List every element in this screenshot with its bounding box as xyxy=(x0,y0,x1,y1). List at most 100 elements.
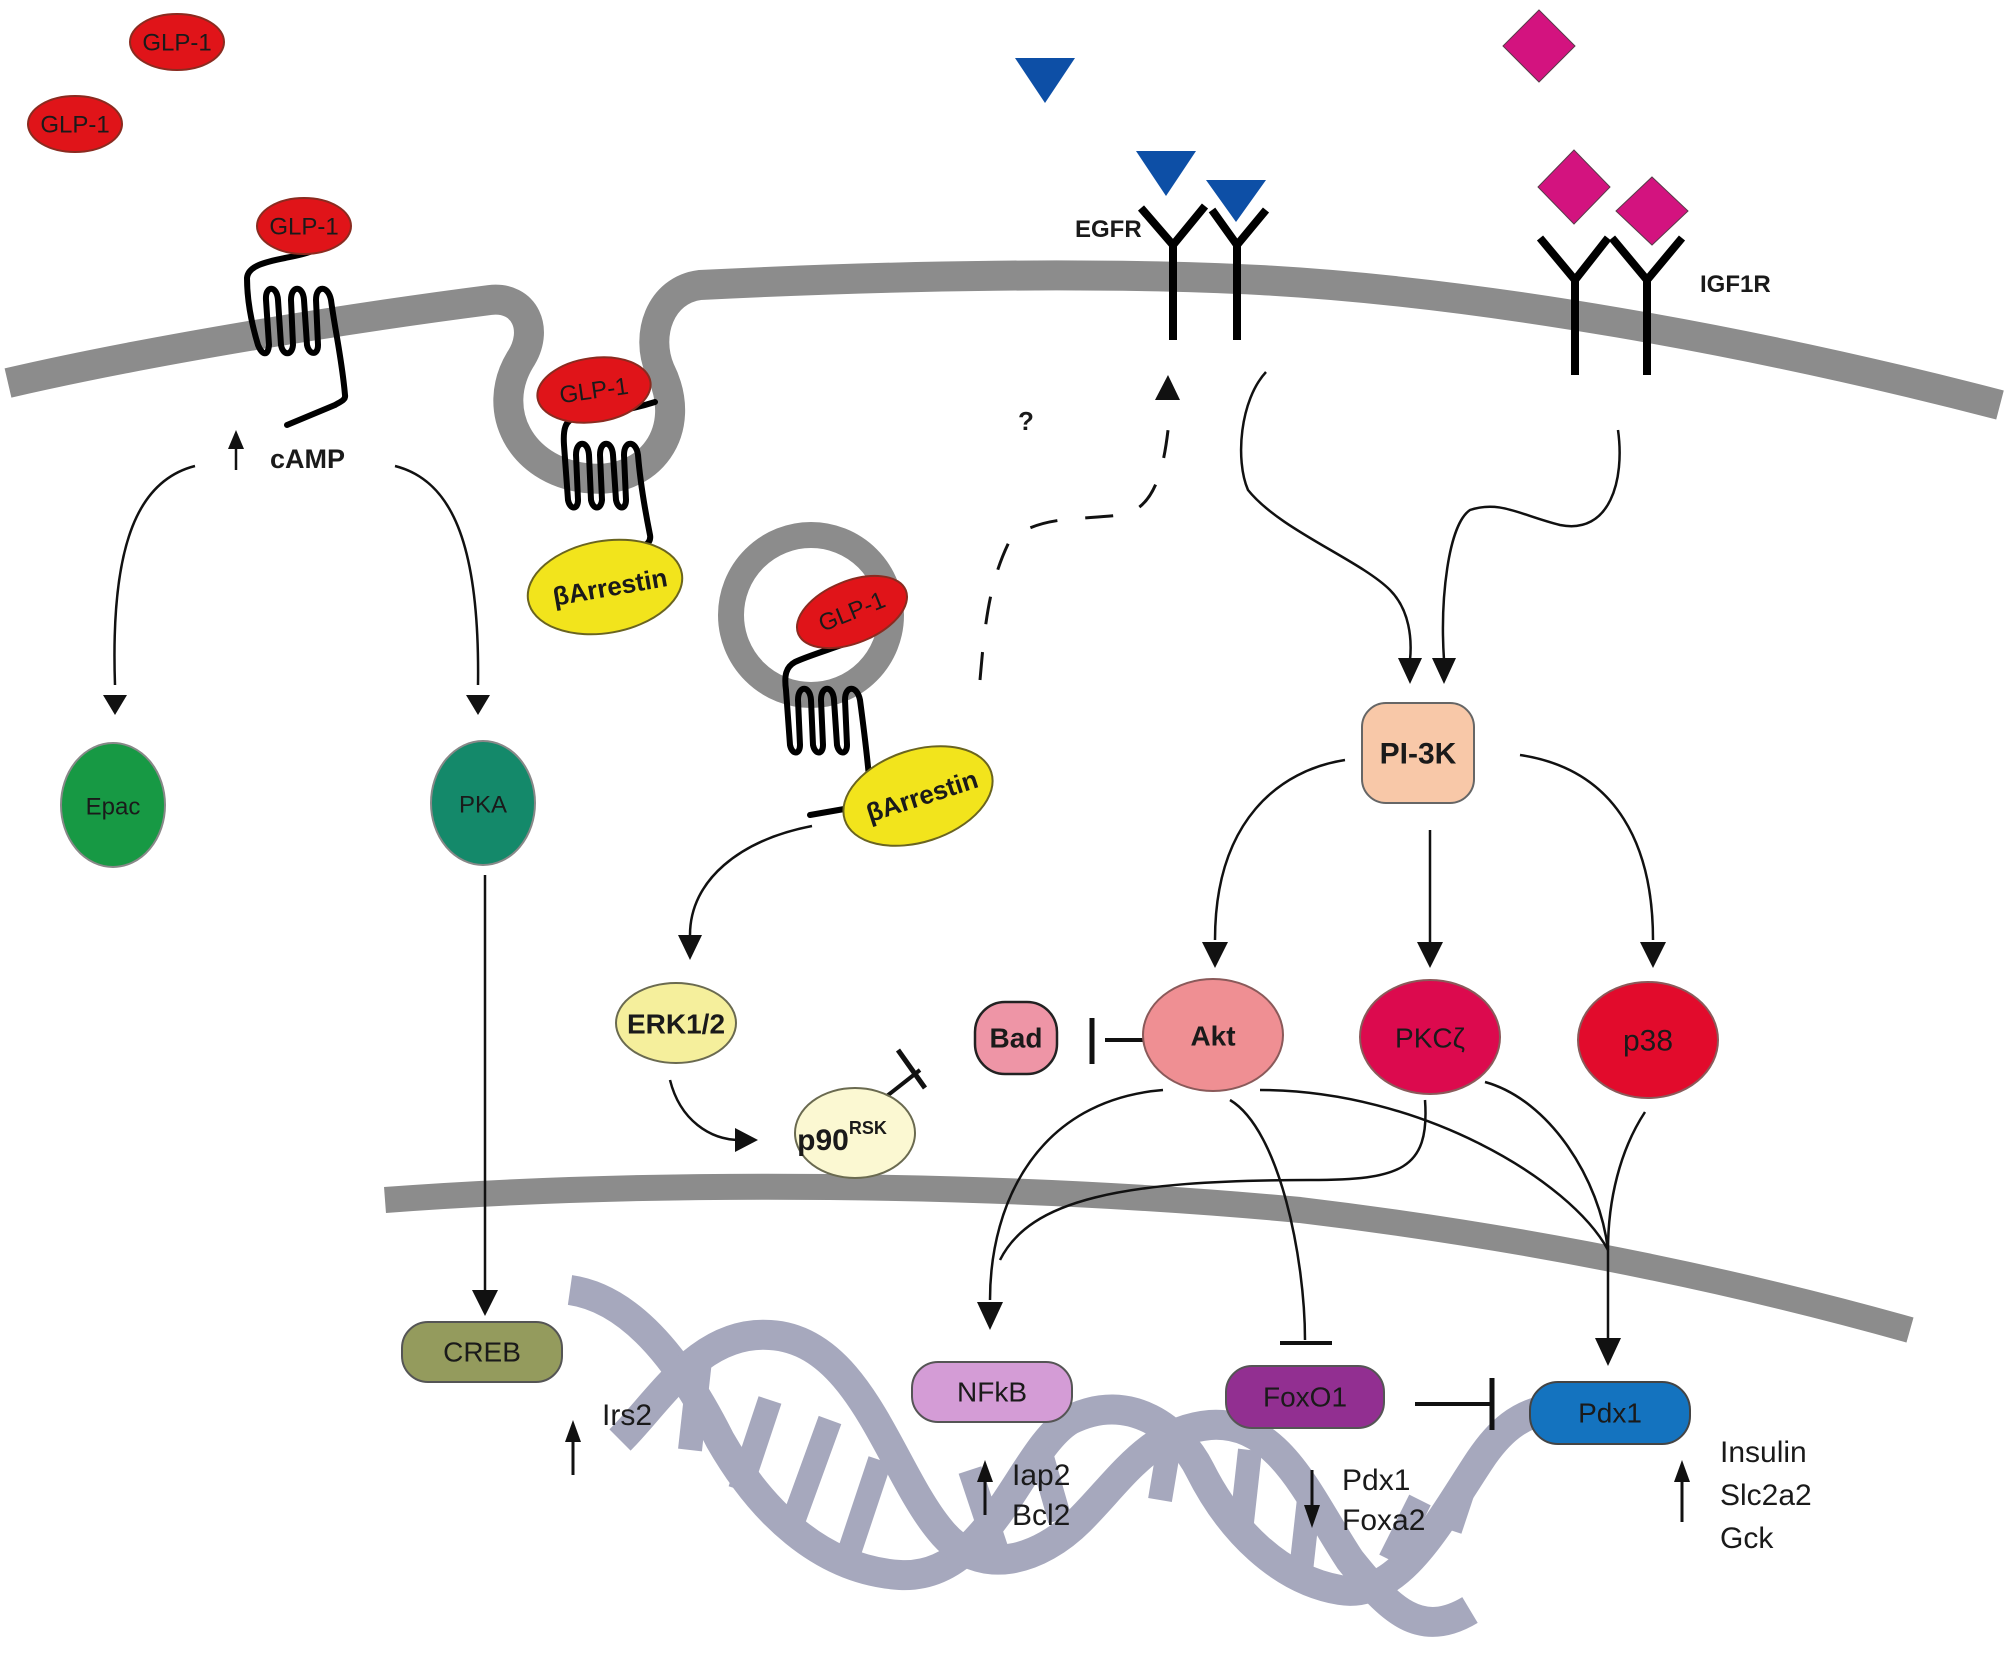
svg-text:GLP-1: GLP-1 xyxy=(40,112,109,139)
edge-akt-foxo1 xyxy=(1229,1098,1307,1341)
glp1-pit xyxy=(536,356,652,424)
node-foxo1: FoxO1 xyxy=(1225,1365,1385,1429)
igf-ligand-bound-1 xyxy=(1537,149,1611,225)
arrowhead-egfr-transactivation xyxy=(1155,375,1180,400)
dna-helix xyxy=(567,1275,1549,1637)
glp1-receptor-pit: GLP-1 βArrestin xyxy=(526,356,684,636)
arrowhead-pi3k-2 xyxy=(1432,658,1456,684)
node-pka: PKA xyxy=(430,740,536,866)
svg-text:PI-3K: PI-3K xyxy=(1380,738,1457,771)
edge-pi3k-akt xyxy=(1213,758,1346,941)
arrowhead-pka xyxy=(466,695,490,715)
edge-egfr-pi3k xyxy=(1239,371,1412,661)
edge-camp-pka xyxy=(394,464,480,686)
gene-irs2: Irs2 xyxy=(602,1399,652,1432)
igf1r-receptor: IGF1R xyxy=(1536,235,1771,375)
edge-erk-p90 xyxy=(668,1079,741,1142)
svg-text:CREB: CREB xyxy=(443,1337,521,1368)
glp1-vesicle xyxy=(795,574,909,650)
edge-camp-epac xyxy=(113,464,196,686)
inhibit-bar-bad-1 xyxy=(895,1048,928,1090)
gene-insulin: Insulin xyxy=(1720,1436,1807,1469)
node-pi3k: PI-3K xyxy=(1361,702,1475,804)
egf-ligand-free xyxy=(1015,58,1075,103)
endosome-vesicle: GLP-1 βArrestin xyxy=(718,522,994,847)
igf1r-label: IGF1R xyxy=(1700,271,1771,298)
node-creb: CREB xyxy=(401,1321,563,1383)
node-p38: p38 xyxy=(1577,981,1719,1099)
node-pkc-zeta: PKCζ xyxy=(1359,979,1501,1095)
edge-arrestin-erk xyxy=(688,824,813,936)
gene-foxa2: Foxa2 xyxy=(1342,1504,1425,1537)
igf-ligand-bound-2 xyxy=(1615,176,1689,246)
gene-effect-insulin-slc2a2-gck: Insulin Slc2a2 Gck xyxy=(1674,1436,1812,1555)
edge-pkc-nfkb xyxy=(998,1099,1427,1261)
svg-text:GLP-1: GLP-1 xyxy=(269,214,338,241)
svg-text:p38: p38 xyxy=(1623,1025,1673,1058)
gene-effect-iap2-bcl2: Iap2 Bcl2 xyxy=(977,1459,1070,1532)
node-nfkb: NFkB xyxy=(911,1361,1073,1423)
svg-text:Akt: Akt xyxy=(1190,1021,1235,1052)
edge-p38-pdx1 xyxy=(1606,1111,1647,1251)
arrowhead-pi3k-1 xyxy=(1398,658,1422,684)
glp1-receptor-membrane: GLP-1 xyxy=(244,197,352,428)
question-mark: ? xyxy=(1018,406,1034,436)
camp-label: cAMP xyxy=(270,444,345,474)
node-bad: Bad xyxy=(973,1000,1059,1076)
arrowhead-p90 xyxy=(735,1128,758,1152)
camp-label-group: cAMP xyxy=(228,430,345,474)
svg-text:GLP-1: GLP-1 xyxy=(142,30,211,57)
node-epac: Epac xyxy=(60,742,166,868)
edge-akt-pdx1 xyxy=(1259,1088,1610,1251)
arrestin-node-1 xyxy=(526,538,684,636)
igf-ligand-free xyxy=(1502,9,1576,83)
edge-arrestin-egfr-dashed xyxy=(978,409,1172,681)
arrowhead-erk xyxy=(678,935,702,960)
up-arrow-icon xyxy=(565,1420,581,1442)
arrowhead-p38 xyxy=(1640,942,1666,968)
gene-slc2a2: Slc2a2 xyxy=(1720,1479,1812,1512)
svg-text:ERK1/2: ERK1/2 xyxy=(627,1009,725,1040)
arrestin-node-2 xyxy=(842,745,994,847)
gene-pdx1: Pdx1 xyxy=(1342,1464,1410,1497)
nuclear-membrane xyxy=(384,1173,1914,1343)
gene-bcl2: Bcl2 xyxy=(1012,1499,1070,1532)
glp1-free-1: GLP-1 xyxy=(129,13,225,71)
edge-akt-nfkb xyxy=(988,1088,1164,1301)
arrowhead-creb xyxy=(472,1290,498,1316)
gene-gck: Gck xyxy=(1720,1522,1774,1555)
egf-ligand-bound-1 xyxy=(1136,151,1196,196)
gene-effect-pdx1-foxa2: Pdx1 Foxa2 xyxy=(1304,1464,1425,1537)
svg-text:NFkB: NFkB xyxy=(957,1377,1027,1408)
svg-text:Pdx1: Pdx1 xyxy=(1578,1398,1642,1429)
arrowhead-pkc xyxy=(1417,942,1443,968)
svg-text:PKCζ: PKCζ xyxy=(1395,1023,1465,1054)
edge-igf1r-pi3k xyxy=(1441,429,1621,661)
svg-text:Bad: Bad xyxy=(990,1023,1043,1054)
up-arrow-icon xyxy=(1674,1460,1690,1482)
up-arrow-icon xyxy=(977,1460,993,1482)
svg-text:Epac: Epac xyxy=(86,794,141,821)
svg-text:PKA: PKA xyxy=(459,792,507,819)
node-pdx1: Pdx1 xyxy=(1529,1381,1691,1445)
arrowhead-nfkb xyxy=(977,1302,1003,1330)
glp1-free-2: GLP-1 xyxy=(27,95,123,153)
node-erk: ERK1/2 xyxy=(615,982,737,1064)
egfr-label: EGFR xyxy=(1075,216,1142,243)
gene-effect-irs2: Irs2 xyxy=(565,1399,652,1475)
svg-text:p90RSK: p90RSK xyxy=(797,1118,887,1157)
svg-text:FoxO1: FoxO1 xyxy=(1263,1382,1347,1413)
glp1-bound xyxy=(256,197,352,255)
down-arrow-icon xyxy=(1304,1505,1320,1528)
egfr-receptor: EGFR xyxy=(1075,203,1270,340)
edge-pkc-pdx1 xyxy=(1484,1080,1610,1251)
node-akt: Akt xyxy=(1142,978,1284,1092)
edges: ? xyxy=(103,371,1666,1430)
arrowhead-akt xyxy=(1202,942,1228,968)
arrowhead-pdx1 xyxy=(1595,1338,1621,1366)
gene-iap2: Iap2 xyxy=(1012,1459,1070,1492)
egf-ligand-bound-2 xyxy=(1206,180,1266,222)
edge-pi3k-p38 xyxy=(1519,753,1655,941)
plasma-membrane xyxy=(4,260,2004,494)
